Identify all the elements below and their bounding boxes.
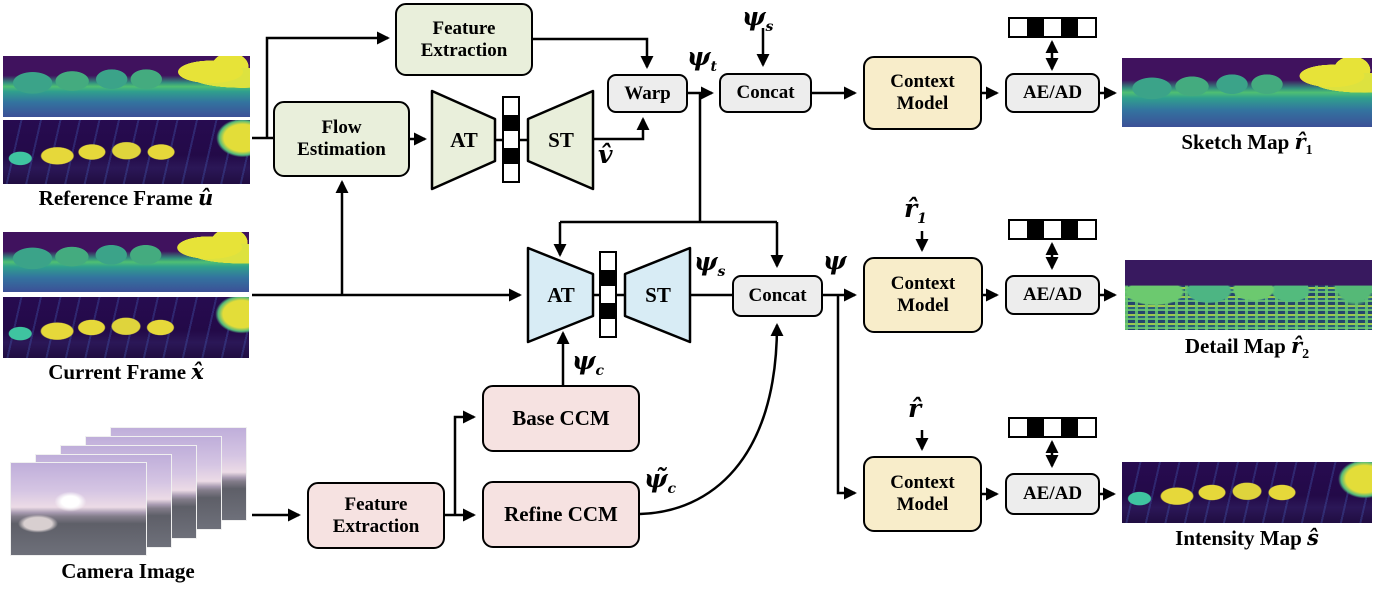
current-frame-sketch-image <box>3 232 249 292</box>
current-frame-intensity-image <box>3 297 249 358</box>
at-encoder-top-label: AT <box>450 128 478 152</box>
bitstream-mid <box>1008 219 1097 240</box>
symbol-psi: ψ <box>823 246 847 275</box>
base-ccm-block: Base CCM <box>482 385 640 452</box>
feature-extraction-top-block: Feature Extraction <box>395 3 533 76</box>
concat-top-block: Concat <box>719 73 812 113</box>
at-encoder-mid-label: AT <box>547 283 575 307</box>
camera-image-stack <box>10 427 248 557</box>
detail-map-image <box>1125 260 1372 330</box>
line-feature-extraction-to-warp <box>533 37 654 69</box>
bitstream-top <box>1008 17 1097 38</box>
bitstream-latent-top <box>502 96 520 183</box>
symbol-psi-c: ψc <box>572 346 605 379</box>
line-refine-ccm-to-concat-mid <box>639 323 784 516</box>
sketch-map-label: Sketch Map r̂1 <box>1181 129 1313 159</box>
detail-map-label: Detail Map r̂2 <box>1184 333 1310 363</box>
ae-ad-mid-block: AE/AD <box>1005 275 1100 315</box>
ae-ad-bottom-block: AE/AD <box>1005 473 1100 515</box>
bitstream-bottom <box>1008 417 1097 438</box>
line-feature-extraction-to-base-ccm <box>453 410 476 515</box>
concat-mid-block: Concat <box>732 275 823 317</box>
symbol-psi-t: ψt <box>687 42 718 75</box>
symbol-psi-s-mid: ψs <box>694 247 726 280</box>
camera-photo <box>10 462 147 556</box>
symbol-r-hat: r̂ <box>908 394 922 423</box>
symbol-r-hat-1: r̂1 <box>904 194 927 227</box>
reference-frame-sketch-image <box>3 56 250 117</box>
reference-frame-label: Reference Frame û <box>38 185 214 210</box>
refine-ccm-block: Refine CCM <box>482 481 640 548</box>
reference-frame-intensity-image <box>3 120 250 184</box>
symbol-psi-c-tilde: ψ̃c <box>644 464 677 497</box>
sketch-map-image <box>1122 58 1372 127</box>
context-model-mid-block: Context Model <box>863 257 983 333</box>
context-model-top-block: Context Model <box>863 56 982 130</box>
at-encoder-top-shape <box>430 89 497 191</box>
camera-image-label: Camera Image <box>61 559 195 583</box>
flow-estimation-block: Flow Estimation <box>273 101 410 177</box>
line-psi-to-context-bottom <box>836 295 857 500</box>
st-decoder-mid-label: ST <box>645 283 671 307</box>
symbol-psi-s-top: ψs <box>742 2 774 35</box>
line-st-to-warp <box>593 117 650 141</box>
line-psi-t-junction <box>560 93 777 224</box>
st-decoder-top-label: ST <box>548 128 574 152</box>
st-decoder-top-shape <box>526 89 595 191</box>
at-encoder-mid-shape <box>526 246 595 344</box>
feature-extraction-bottom-block: Feature Extraction <box>307 482 445 549</box>
ae-ad-top-block: AE/AD <box>1005 73 1100 113</box>
context-model-bottom-block: Context Model <box>863 456 982 532</box>
line-trapezoid-bitstream-connectors <box>495 138 625 297</box>
intensity-map-image <box>1122 462 1372 523</box>
intensity-map-label: Intensity Map ŝ <box>1175 525 1319 550</box>
line-reference-to-feature-extraction <box>265 31 390 138</box>
warp-block: Warp <box>607 74 688 113</box>
symbol-v-hat: v̂ <box>598 140 613 169</box>
bitstream-latent-mid <box>599 251 617 338</box>
current-frame-label: Current Frame x̂ <box>48 359 204 384</box>
st-decoder-mid-shape <box>623 246 692 344</box>
